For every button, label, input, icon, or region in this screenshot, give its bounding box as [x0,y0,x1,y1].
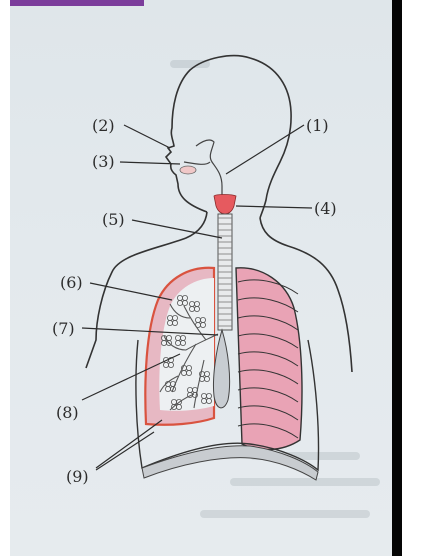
label-3: (3) [92,152,115,171]
label-9: (9) [66,467,89,486]
label-5: (5) [102,210,125,229]
diaphragm [142,446,318,480]
larynx [214,195,236,215]
label-8: (8) [56,403,79,422]
label-6: (6) [60,273,83,292]
label-1: (1) [306,116,329,135]
label-4: (4) [314,199,337,218]
mouth-line [184,162,210,164]
label-7: (7) [52,319,75,338]
lips [180,166,196,174]
label-2: (2) [92,116,115,135]
trachea [218,214,232,330]
nasal-passage [196,140,222,196]
lung-left-side [145,268,218,425]
